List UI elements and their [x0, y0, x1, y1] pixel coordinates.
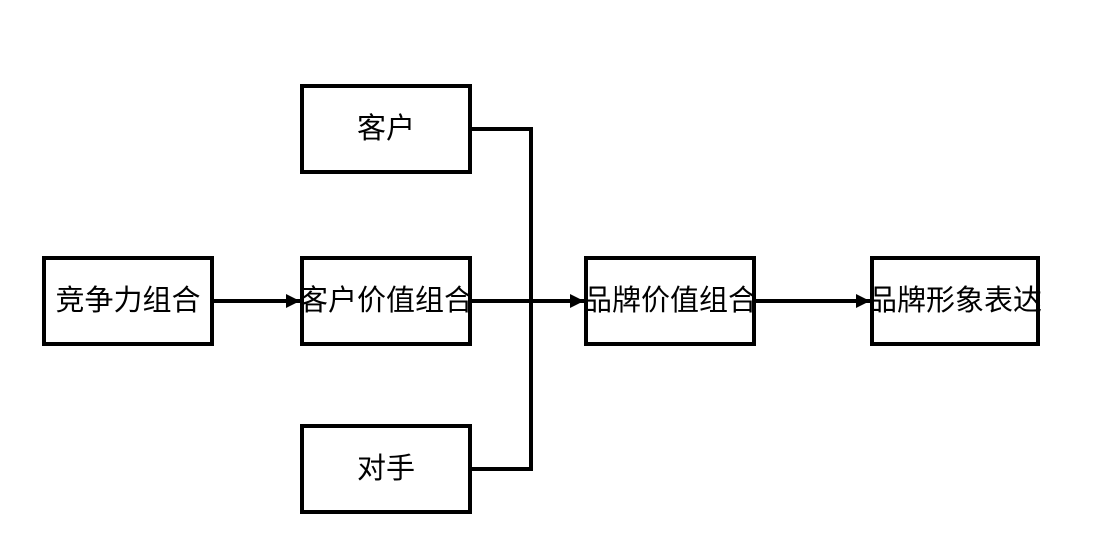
node-brand-value-label: 品牌价值组合: [583, 283, 757, 317]
node-brand-image[interactable]: 品牌形象表达: [868, 256, 1042, 346]
edge-rival-to-trunk: [470, 301, 533, 471]
arrowhead-to-brand-value: [570, 294, 584, 308]
node-competitiveness[interactable]: 竞争力组合: [42, 256, 214, 346]
arrowhead-to-customer-value: [286, 294, 300, 308]
node-customer-value-label: 客户价值组合: [299, 283, 473, 317]
node-brand-value[interactable]: 品牌价值组合: [583, 256, 757, 346]
edge-layer: [212, 127, 870, 471]
node-brand-image-label: 品牌形象表达: [868, 283, 1042, 317]
node-rival-label: 对手: [357, 451, 415, 485]
node-brand-image-box[interactable]: [870, 256, 1040, 346]
node-customer-box[interactable]: [300, 84, 472, 174]
node-customer[interactable]: 客户: [300, 84, 472, 174]
node-brand-value-box[interactable]: [584, 256, 756, 346]
node-competitiveness-box[interactable]: [42, 256, 214, 346]
arrowhead-to-brand-image: [856, 294, 870, 308]
node-rival[interactable]: 对手: [300, 424, 472, 514]
node-customer-label: 客户: [357, 111, 415, 145]
arrowhead-layer: [286, 294, 870, 308]
node-customer-value-box[interactable]: [300, 256, 472, 346]
edge-customer-to-trunk: [470, 127, 533, 301]
node-competitiveness-label: 竞争力组合: [55, 283, 200, 317]
node-rival-box[interactable]: [300, 424, 472, 514]
node-customer-value[interactable]: 客户价值组合: [299, 256, 473, 346]
